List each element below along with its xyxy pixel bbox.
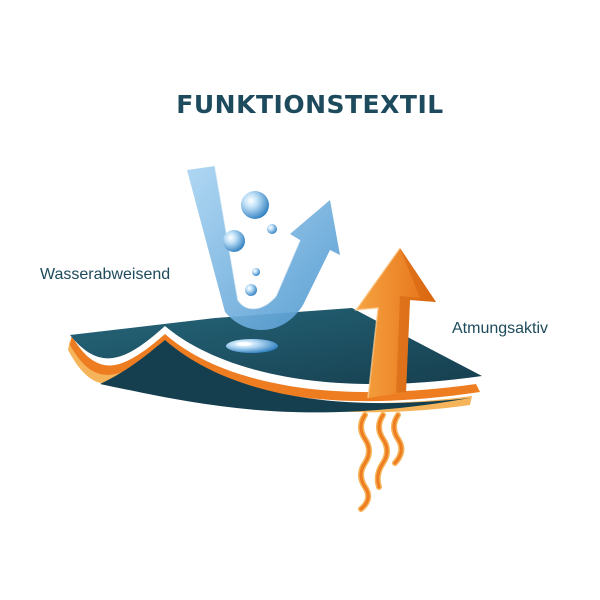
- diagram-title: FUNKTIONSTEXTIL: [176, 90, 444, 119]
- label-water-repellent: Wasserabweisend: [40, 266, 171, 283]
- water-droplet-icon: [245, 284, 257, 296]
- water-droplet-icon: [252, 268, 260, 276]
- water-droplet-icon: [226, 339, 278, 353]
- water-droplets: [223, 191, 277, 296]
- vapor-up-arrow-icon: [354, 247, 436, 399]
- water-droplet-icon: [241, 191, 269, 219]
- water-deflect-arrow-icon: [187, 165, 340, 331]
- water-droplet-icon: [223, 230, 245, 252]
- label-breathable: Atmungsaktiv: [452, 320, 549, 337]
- steam-lines-icon: [358, 412, 405, 512]
- water-droplet-icon: [267, 224, 277, 234]
